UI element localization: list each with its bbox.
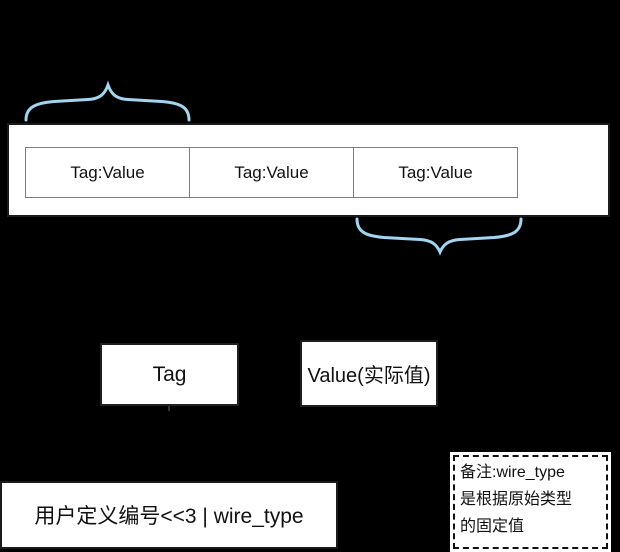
note-box-dashed-frame: 备注:wire_type 是根据原始类型 的固定值 [453,455,608,549]
tag-formula-box: 用户定义编号<<3 | wire_type [0,481,338,549]
note-box: 备注:wire_type 是根据原始类型 的固定值 [450,452,611,552]
value-box-label: Value(实际值) [307,365,431,387]
curly-brace-bottom-icon [355,217,523,256]
note-line-2: 是根据原始类型 [460,491,573,508]
record-cell-row: Tag:Value Tag:Value Tag:Value [25,147,518,198]
serialized-record-box: Tag:Value Tag:Value Tag:Value [7,123,610,217]
tag-value-cell-2-label: Tag:Value [234,162,309,182]
tag-value-cell-1-label: Tag:Value [70,162,145,182]
tag-formula-label: 用户定义编号<<3 | wire_type [34,505,304,528]
note-line-1: 备注:wire_type [460,464,565,481]
tag-value-cell-1: Tag:Value [25,147,190,198]
tag-box-label: Tag [152,362,187,386]
value-box: Value(实际值) [300,340,438,407]
tag-value-cell-2: Tag:Value [189,147,354,198]
curly-brace-top-icon [24,80,191,122]
note-line-3: 的固定值 [460,518,525,535]
tag-value-cell-3-label: Tag:Value [398,162,473,182]
tag-box: Tag [100,343,239,406]
tag-value-cell-3: Tag:Value [353,147,518,198]
